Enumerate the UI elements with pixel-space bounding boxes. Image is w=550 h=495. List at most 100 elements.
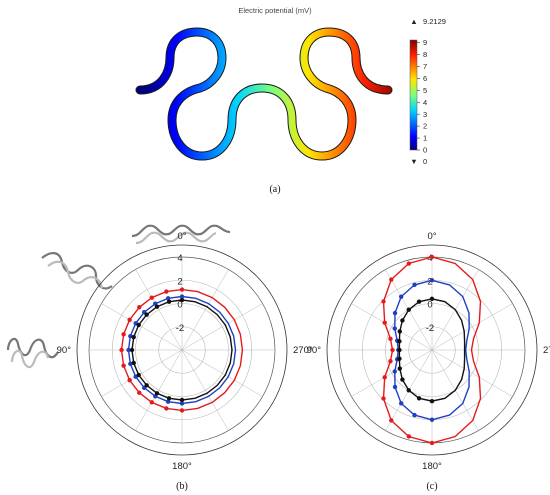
polar-point-red (381, 396, 386, 401)
polar-point-black (416, 299, 422, 304)
polar-spoke (181, 303, 263, 351)
polar-point-blue (429, 278, 435, 283)
polar-point-black (179, 297, 185, 303)
colorbar-tick-label: 6 (423, 74, 427, 83)
polar-point-red (164, 406, 169, 411)
polar-point-black (400, 377, 405, 382)
colorbar-tick-label: 4 (423, 98, 427, 107)
polar-point-blue (165, 296, 171, 301)
polar-radial-label: 4 (177, 253, 182, 264)
panel-a-title: Electric potential (mV) (238, 6, 312, 15)
polar-point-blue (179, 294, 185, 299)
panel-b-caption: (b) (176, 481, 188, 492)
polar-point-black (406, 307, 411, 312)
polar-point-black (144, 312, 149, 317)
polar-point-black (406, 388, 411, 393)
polar-point-black (129, 347, 135, 353)
polar-point-red (149, 295, 154, 300)
colorbar-tick-label: 3 (423, 110, 427, 119)
panel-b: 0°90°180°270°420-2 (b) (6, 224, 313, 492)
colorbar-max-label: 9.2129 (423, 17, 446, 26)
polar-point-black (166, 299, 172, 304)
polar-point-red (179, 408, 185, 413)
colorbar-tick-label: 1 (423, 134, 427, 143)
polar-point-red (121, 363, 126, 368)
polar-point-red (179, 287, 185, 292)
polar-radial-label: 4 (427, 253, 432, 264)
polar-point-red (381, 299, 386, 304)
polar-point-red (382, 375, 387, 380)
polar-point-red (389, 277, 394, 282)
polar-point-red (382, 320, 387, 325)
polar-angle-label: 90° (307, 345, 322, 356)
polar-spoke (101, 303, 183, 351)
polar-point-black (429, 296, 435, 302)
polar-point-blue (398, 401, 404, 406)
panel-c-caption: (c) (426, 481, 437, 492)
polar-point-black (154, 304, 160, 309)
polar-angle-label: 270° (543, 345, 550, 356)
polar-point-black (429, 398, 435, 404)
colorbar-tick-label: 0 (423, 146, 427, 155)
colorbar-tick-label: 7 (423, 62, 427, 71)
polar-point-red (406, 261, 412, 266)
polar-point-red (406, 434, 412, 439)
polar-point-red (388, 336, 393, 342)
polar-point-blue (392, 326, 397, 331)
max-marker-icon: ▲ (410, 17, 417, 26)
polar-spoke (101, 349, 183, 397)
polar-angle-label: 0° (177, 231, 186, 242)
polar-point-blue (429, 417, 435, 422)
polar-spoke (135, 269, 183, 351)
panel-a: Electric potential (mV) ▲ 9.2129 9876543… (135, 6, 446, 195)
polar-point-black (397, 339, 402, 344)
polar-point-red (119, 347, 124, 353)
polar-spoke (351, 303, 433, 351)
polar-point-blue (392, 384, 398, 390)
polar-radial-label: -2 (426, 323, 434, 334)
polar-point-black (136, 372, 141, 378)
polar-radial-label: 0 (427, 300, 432, 311)
polar-spoke (135, 349, 183, 431)
polar-point-black (136, 322, 141, 328)
polar-point-red (137, 390, 142, 395)
polar-point-red (390, 347, 395, 353)
polar-point-black (397, 329, 402, 334)
polar-point-black (416, 396, 422, 401)
polar-spoke (431, 349, 513, 397)
polar-point-red (388, 358, 393, 364)
min-marker-icon: ▼ (410, 157, 417, 166)
polar-point-black (397, 356, 402, 361)
colorbar-gradient (409, 39, 418, 151)
polar-spoke (181, 349, 229, 431)
polar-plot-c: 0°90°180°270°420-2 (307, 231, 550, 472)
colorbar-tick-label: 5 (423, 86, 427, 95)
panel-c: 0°90°180°270°420-2 (c) (307, 231, 550, 492)
polar-spoke (351, 349, 433, 397)
polar-point-red (149, 400, 154, 405)
polar-radial-label: 0 (177, 300, 182, 311)
polar-point-blue (128, 361, 133, 367)
inset-conductor-middle (41, 252, 113, 290)
polar-point-black (131, 360, 136, 366)
polar-point-blue (179, 401, 185, 406)
polar-point-red (164, 289, 169, 294)
polar-radial-label: 2 (427, 276, 432, 287)
polar-spoke (181, 269, 229, 351)
polar-spoke (181, 349, 263, 397)
polar-outer-ring (76, 244, 288, 456)
colorbar-min-label: 0 (423, 157, 427, 166)
polar-point-red (127, 317, 132, 322)
colorbar-tick-label: 9 (423, 38, 427, 47)
polar-point-red (429, 254, 435, 260)
polar-radial-label: -2 (176, 323, 184, 334)
polar-outer-ring (326, 244, 538, 456)
polar-point-red (127, 378, 132, 383)
inset-conductor-top (131, 224, 231, 245)
polar-point-black (154, 391, 160, 396)
polar-point-blue (412, 282, 417, 288)
polar-point-black (400, 318, 405, 323)
polar-point-red (389, 418, 394, 423)
